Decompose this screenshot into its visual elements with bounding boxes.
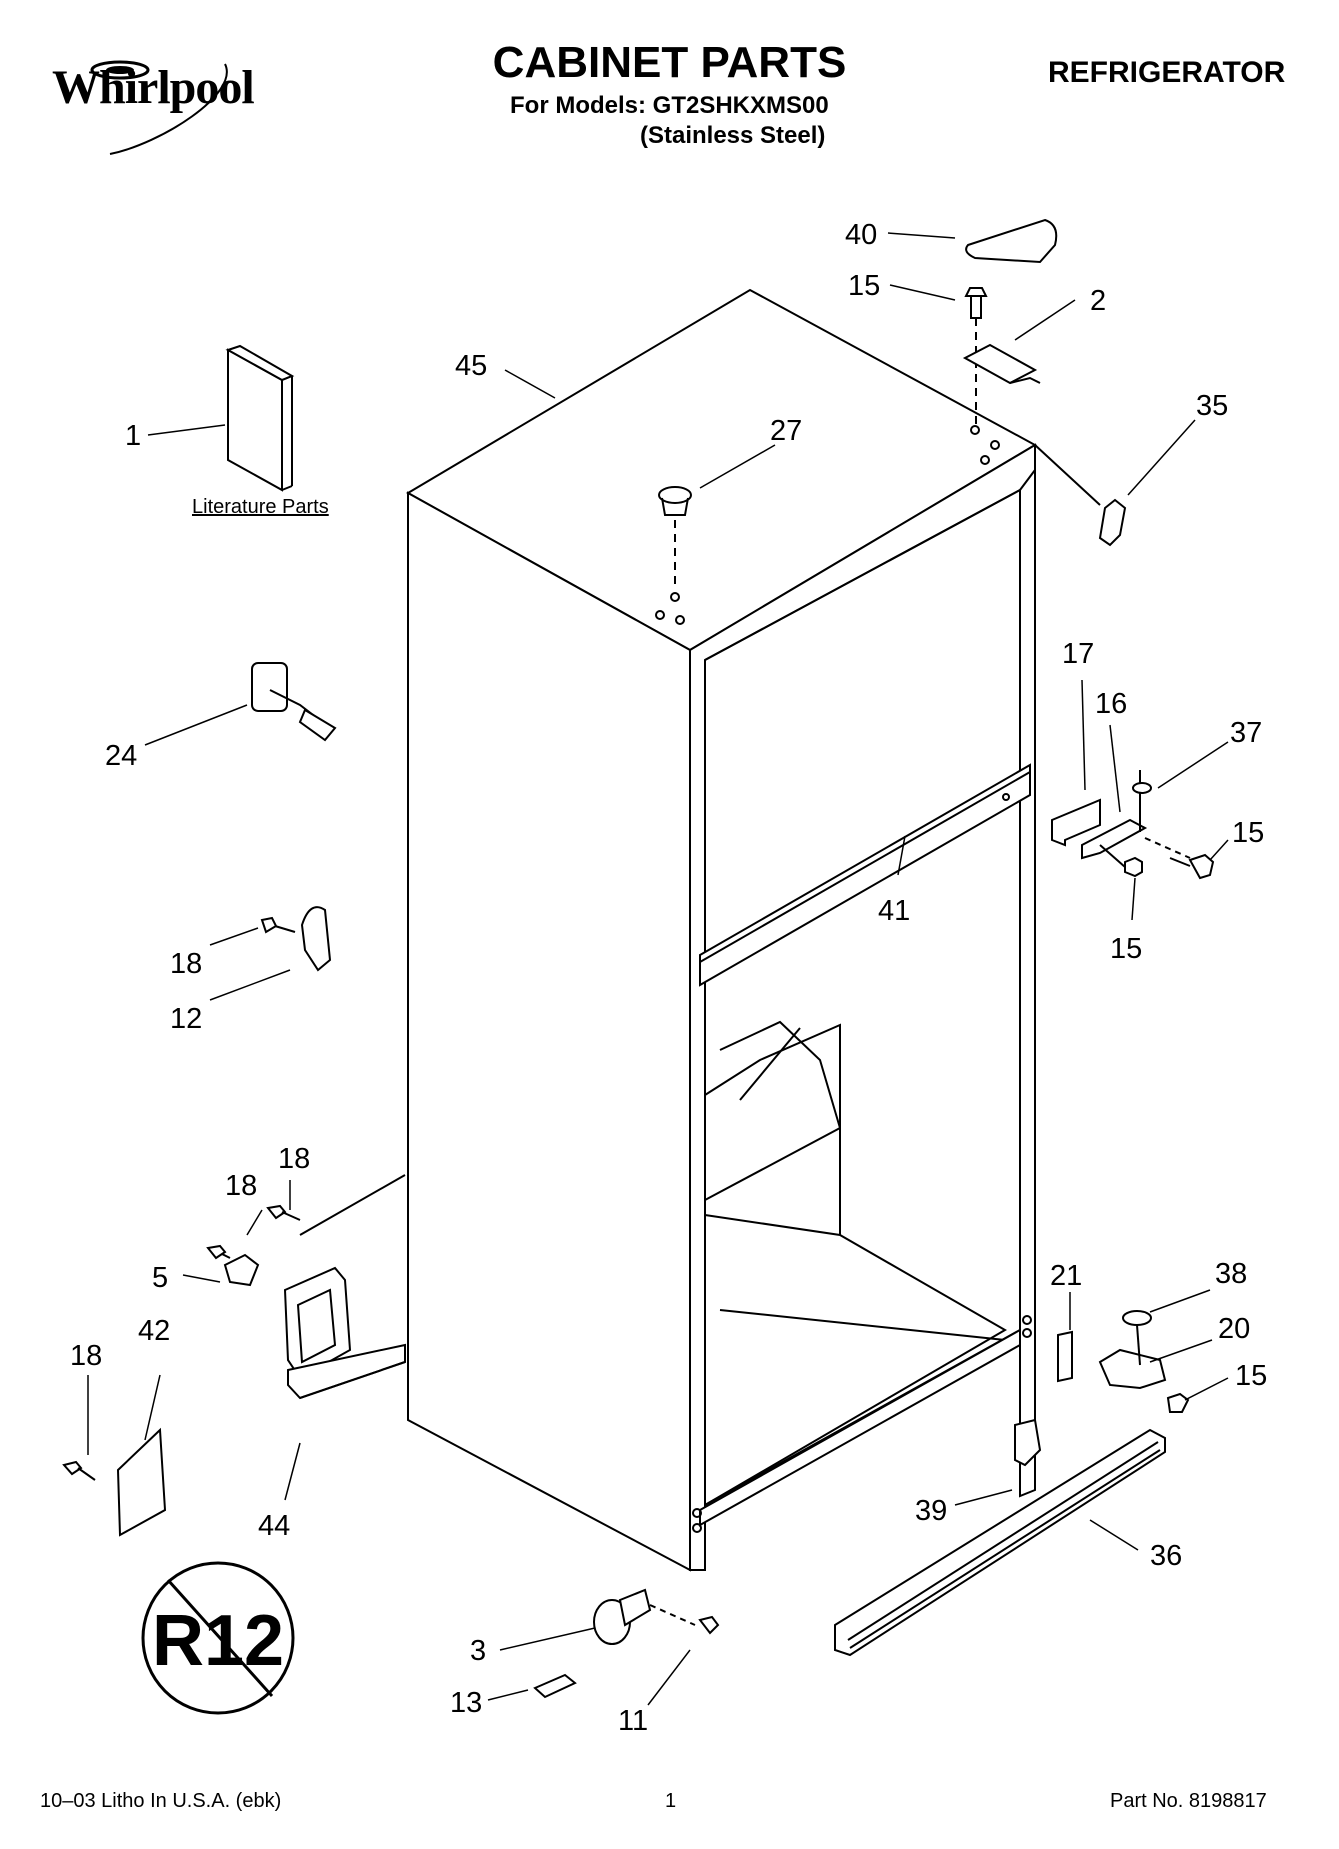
grommet-plug <box>658 486 692 590</box>
page-title: CABINET PARTS <box>492 38 847 87</box>
callout-45: 45 <box>455 350 487 382</box>
hinge-cap <box>1034 444 1127 547</box>
callout-18-left-a: 18 <box>225 1170 257 1202</box>
footer-part-number: Part No. 8198817 <box>1110 1790 1267 1812</box>
logo-swirl <box>90 60 228 155</box>
literature-parts-label: Literature Parts <box>192 496 329 518</box>
callout-12: 12 <box>170 1003 202 1035</box>
callout-21: 21 <box>1050 1260 1082 1292</box>
callout-2: 2 <box>1090 285 1106 317</box>
roller-assembly <box>533 1588 720 1699</box>
callout-41: 41 <box>878 895 910 927</box>
center-hinge-assembly <box>1051 770 1215 880</box>
callout-37: 37 <box>1230 717 1262 749</box>
left-hinge-parts-upper <box>260 906 332 972</box>
callout-15-top-screw: 15 <box>848 270 880 302</box>
callout-15-hinge-right: 15 <box>1232 817 1264 849</box>
lower-hinge-left-parts <box>206 1174 406 1400</box>
callout-15-lower-right: 15 <box>1235 1360 1267 1392</box>
finish-line: (Stainless Steel) <box>640 122 826 149</box>
footer-page-number: 1 <box>665 1790 677 1812</box>
callout-24: 24 <box>105 740 137 772</box>
literature-parts-booklet <box>225 344 295 492</box>
callout-16: 16 <box>1095 688 1127 720</box>
callout-17: 17 <box>1062 638 1094 670</box>
callout-11: 11 <box>618 1705 648 1737</box>
callout-40: 40 <box>845 219 877 251</box>
footer-litho: 10–03 Litho In U.S.A. (ebk) <box>40 1790 282 1812</box>
callout-1: 1 <box>125 420 141 452</box>
callout-15-hinge-lower: 15 <box>1110 933 1142 965</box>
cabinet-body <box>405 288 1038 1572</box>
callout-18-cover: 18 <box>70 1340 102 1372</box>
callout-35: 35 <box>1196 390 1228 422</box>
models-line: For Models: GT2SHKXMS00 <box>510 92 829 119</box>
callout-27: 27 <box>770 415 802 447</box>
callout-38: 38 <box>1215 1258 1247 1290</box>
callout-36: 36 <box>1150 1540 1182 1572</box>
toe-grille <box>834 1428 1166 1657</box>
callout-18-left-b: 18 <box>278 1143 310 1175</box>
callout-44: 44 <box>258 1510 290 1542</box>
callout-13: 13 <box>450 1687 482 1719</box>
grille-bracket <box>1014 1418 1042 1467</box>
top-hinge <box>962 343 1041 385</box>
category-label: REFRIGERATOR <box>1048 56 1286 89</box>
r12-stamp-circle <box>141 1561 295 1715</box>
top-hinge-cover <box>965 218 1058 264</box>
callout-39: 39 <box>915 1495 947 1527</box>
door-stop-pin <box>251 662 337 742</box>
hinge-screw-top <box>964 287 988 430</box>
callout-18-upper: 18 <box>170 948 202 980</box>
callout-5: 5 <box>152 1262 168 1294</box>
r12-stamp-text: R12 <box>152 1601 284 1681</box>
lower-right-hinge-parts <box>1057 1310 1190 1413</box>
callout-42: 42 <box>138 1315 170 1347</box>
callout-20: 20 <box>1218 1313 1250 1345</box>
left-trim-cover <box>62 1427 167 1537</box>
callout-3: 3 <box>470 1635 486 1667</box>
leader-lines <box>87 232 1229 1706</box>
